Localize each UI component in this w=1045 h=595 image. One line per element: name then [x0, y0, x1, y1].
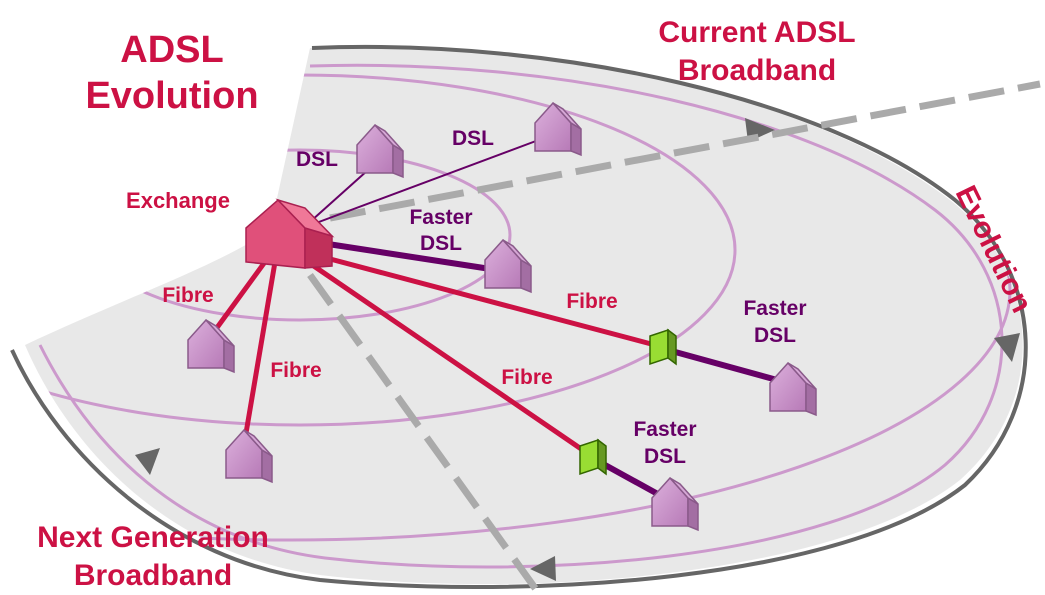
next-gen-line1: Next Generation [37, 521, 269, 554]
link-dsl-b [291, 134, 553, 233]
link-faster-dsl-center [314, 239, 498, 273]
fibre-label-left-lower: Fibre [270, 359, 321, 382]
house-upper-right [534, 101, 582, 157]
ring-3 [25, 46, 1012, 542]
house-upper-left [356, 123, 404, 179]
fibre-label-mid: Fibre [566, 290, 617, 313]
link-fibre-left [205, 253, 273, 342]
cabinet-lower [579, 438, 607, 476]
faster-dsl-right-line2: DSL [754, 324, 796, 347]
house-faster-dsl-center [484, 238, 532, 294]
faster-dsl-bottom-line2: DSL [644, 445, 686, 468]
next-gen-line2: Broadband [74, 559, 232, 592]
link-fibre-lower [303, 257, 592, 458]
ring-outer [38, 63, 1004, 569]
link-faster-dsl-bottom [594, 457, 667, 501]
link-faster-dsl-right [667, 347, 789, 386]
house-faster-dsl-right [769, 361, 817, 417]
title-line1: ADSL [120, 29, 223, 71]
faster-dsl-center-line1: Faster [409, 206, 472, 229]
dsl-label-a: DSL [296, 148, 338, 171]
dashed-boundary-lower [307, 272, 543, 595]
coverage-fan [25, 46, 1023, 585]
link-fibre-left-lower [241, 261, 278, 446]
arrow-left [135, 448, 160, 475]
dsl-label-b: DSL [452, 127, 494, 150]
current-broadband-line2: Broadband [678, 54, 836, 87]
faster-dsl-right-line1: Faster [743, 297, 806, 320]
faster-dsl-bottom-line1: Faster [633, 418, 696, 441]
arrow-right [994, 333, 1020, 362]
exchange-building [245, 198, 335, 269]
dashed-boundary-upper [329, 80, 1041, 222]
house-faster-dsl-bottom [651, 476, 699, 532]
exchange-label: Exchange [126, 188, 230, 213]
link-fibre-mid [314, 252, 656, 348]
evolution-loop [10, 44, 1028, 590]
title-line2: Evolution [85, 75, 258, 117]
fibre-label-left: Fibre [162, 284, 213, 307]
fibre-label-lower: Fibre [501, 366, 552, 389]
faster-dsl-center-line2: DSL [420, 232, 462, 255]
house-fibre-left [187, 318, 235, 374]
current-broadband-line1: Current ADSL [658, 16, 855, 49]
cabinet-mid [649, 328, 677, 366]
house-fibre-left-lower [225, 428, 273, 484]
arrow-bottom [530, 556, 556, 581]
